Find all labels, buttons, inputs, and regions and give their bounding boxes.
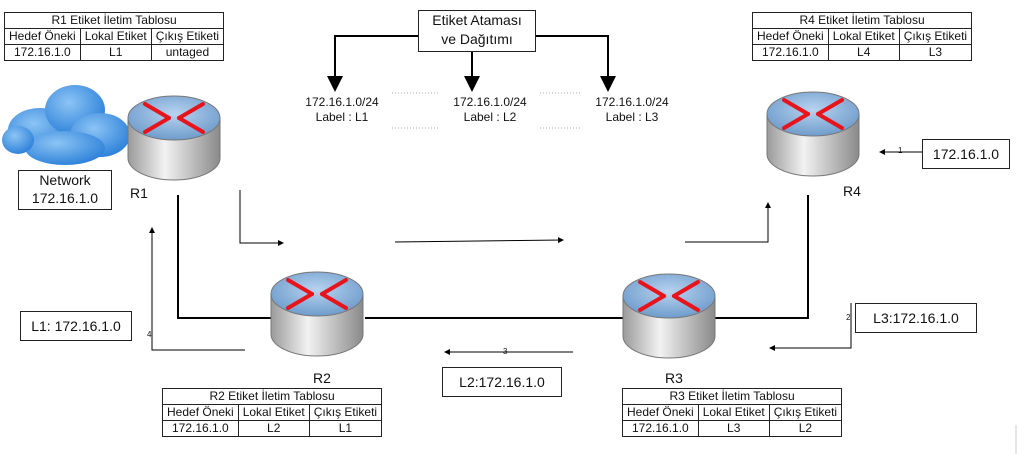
table-cell: L2	[768, 420, 843, 437]
table-header: Hedef Öneki	[752, 28, 829, 45]
table-title: R3 Etiket İletim Tablosu	[621, 388, 843, 405]
table-cell: L3	[697, 420, 770, 437]
table-header: Çıkış Etiketi	[308, 404, 383, 421]
packet-box-3: L2:172.16.1.0	[442, 367, 562, 397]
table-header: Hedef Öneki	[162, 404, 239, 421]
router-r1-icon	[127, 95, 221, 181]
label-box-label: Label : L1	[315, 110, 369, 124]
network-box: Network 172.16.1.0	[18, 170, 112, 210]
table-header: Çıkış Etiketi	[150, 28, 225, 45]
table-title: R4 Etiket İletim Tablosu	[751, 12, 973, 29]
table-cell: L1	[79, 44, 152, 61]
network-address: 172.16.1.0	[31, 190, 99, 206]
r3-forwarding-table: R3 Etiket İletim Tablosu Hedef Öneki Lok…	[621, 388, 843, 437]
table-header: Hedef Öneki	[622, 404, 699, 421]
router-r4-label: R4	[843, 183, 861, 199]
network-title: Network	[39, 172, 91, 188]
router-r2-label: R2	[313, 370, 331, 386]
table-title: R1 Etiket İletim Tablosu	[3, 12, 225, 29]
flow-arrow-a	[239, 190, 284, 246]
step-number-3: 3	[503, 347, 508, 356]
table-header: Çıkış Etiketi	[768, 404, 843, 421]
table-header: Hedef Öneki	[4, 28, 81, 45]
label-box-label: Label : L3	[605, 110, 659, 124]
distribution-arrow-l1	[327, 35, 418, 92]
label-distribution-line1: Etiket Ataması	[432, 12, 522, 28]
router-r3-label: R3	[665, 370, 683, 386]
router-r4-icon	[766, 91, 860, 177]
packet-box-2: L3:172.16.1.0	[855, 303, 977, 333]
table-header: Lokal Etiket	[827, 28, 900, 45]
packet-box-4: L1: 172.16.1.0	[20, 311, 132, 341]
table-header: Çıkış Etiketi	[898, 28, 973, 45]
table-cell: 172.16.1.0	[4, 44, 81, 61]
link-r3-r4	[715, 195, 809, 319]
table-cell: 172.16.1.0	[752, 44, 829, 61]
router-r1-label: R1	[130, 185, 148, 201]
table-header: Lokal Etiket	[237, 404, 310, 421]
label-box-l1: 172.16.1.0/24 Label : L1	[292, 95, 392, 125]
label-distribution-line2: ve Dağıtımı	[441, 31, 513, 47]
r1-forwarding-table: R1 Etiket İletim Tablosu Hedef Öneki Lok…	[3, 12, 225, 61]
table-cell: L1	[308, 420, 383, 437]
router-r2-icon	[270, 271, 364, 357]
table-cell: L4	[827, 44, 900, 61]
step-number-1: 1	[898, 146, 903, 155]
packet-arrow-2	[769, 303, 852, 351]
r4-forwarding-table: R4 Etiket İletim Tablosu Hedef Öneki Lok…	[751, 12, 973, 61]
table-header: Lokal Etiket	[79, 28, 152, 45]
link-r1-r2	[177, 195, 272, 319]
distribution-arrow-l3	[534, 35, 616, 92]
label-box-prefix: 172.16.1.0/24	[595, 95, 669, 109]
router-r3-icon	[622, 273, 716, 359]
packet-arrow-4	[149, 227, 245, 351]
step-number-2: 2	[846, 313, 851, 322]
flow-arrow-b	[394, 237, 564, 244]
table-header: Lokal Etiket	[697, 404, 770, 421]
label-distribution-box: Etiket Ataması ve Dağıtımı	[418, 10, 536, 52]
table-cell: L2	[237, 420, 310, 437]
label-box-label: Label : L2	[463, 110, 517, 124]
packet-box-1: 172.16.1.0	[922, 139, 1010, 169]
table-cell: L3	[898, 44, 973, 61]
table-cell: 172.16.1.0	[622, 420, 699, 437]
r2-forwarding-table: R2 Etiket İletim Tablosu Hedef Öneki Lok…	[161, 388, 383, 437]
step-number-4: 4	[147, 330, 152, 339]
table-title: R2 Etiket İletim Tablosu	[161, 388, 383, 405]
label-box-l2: 172.16.1.0/24 Label : L2	[440, 95, 540, 125]
network-cloud-icon	[2, 85, 130, 165]
label-box-prefix: 172.16.1.0/24	[453, 95, 527, 109]
table-cell: untaged	[150, 44, 225, 61]
table-cell: 172.16.1.0	[162, 420, 239, 437]
flow-arrow-c	[685, 202, 771, 243]
label-box-l3: 172.16.1.0/24 Label : L3	[582, 95, 682, 125]
label-box-prefix: 172.16.1.0/24	[305, 95, 379, 109]
